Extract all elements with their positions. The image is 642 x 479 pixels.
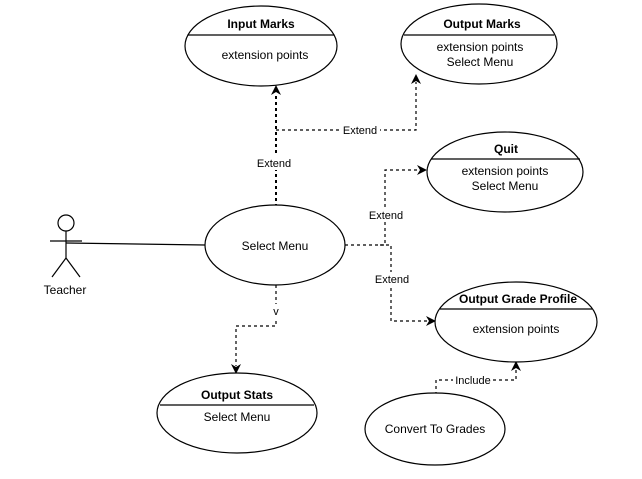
actor-label: Teacher <box>44 283 87 297</box>
actor-teacher[interactable]: Teacher <box>44 214 87 297</box>
extend-label-quit: Extend <box>369 210 403 222</box>
use-case-title: Quit <box>494 142 518 156</box>
link-label-output-stats: v <box>273 306 279 318</box>
use-case-output-stats[interactable]: Output Stats Select Menu <box>156 372 318 454</box>
actor-association-line <box>65 242 206 246</box>
use-case-line: Select Menu <box>447 55 514 69</box>
actor-left-leg <box>51 257 67 278</box>
use-case-line: extension points <box>437 40 524 54</box>
extend-arrow-quit <box>417 165 427 175</box>
use-case-quit[interactable]: Quit extension points Select Menu <box>426 131 584 213</box>
extend-arrow-output-grade <box>426 316 436 326</box>
extend-label-input-marks: Extend <box>257 158 291 170</box>
use-case-title: Output Grade Profile <box>459 292 577 306</box>
use-case-title: Input Marks <box>227 17 295 31</box>
actor-head <box>57 214 75 232</box>
use-case-output-marks[interactable]: Output Marks extension points Select Men… <box>400 3 558 85</box>
extend-label-output-grade: Extend <box>375 274 409 286</box>
extend-line-quit <box>345 169 419 246</box>
include-arrow-output-grade <box>511 361 521 371</box>
extend-arrow-output-marks <box>411 74 421 84</box>
use-case-line: Select Menu <box>204 410 271 424</box>
use-case-output-grade-profile[interactable]: Output Grade Profile extension points <box>434 281 598 363</box>
use-case-select-menu[interactable]: Select Menu <box>204 204 346 286</box>
use-case-line: Select Menu <box>472 179 539 193</box>
use-case-convert-to-grades[interactable]: Convert To Grades <box>364 392 506 466</box>
link-arrow-output-stats <box>231 364 241 374</box>
use-case-line: extension points <box>473 322 560 336</box>
extend-line-output-marks <box>276 82 417 131</box>
use-case-line: extension points <box>222 48 309 62</box>
include-label-output-grade: Include <box>455 375 490 387</box>
use-case-title: Output Marks <box>443 17 521 31</box>
use-case-title: Output Stats <box>201 388 273 402</box>
use-case-label: Convert To Grades <box>385 422 486 436</box>
link-line-output-stats <box>235 285 277 366</box>
extend-label-output-marks: Extend <box>343 125 377 137</box>
use-case-label: Select Menu <box>242 239 309 253</box>
use-case-input-marks[interactable]: Input Marks extension points <box>184 5 338 87</box>
actor-right-leg <box>65 257 81 278</box>
extend-arrow-input-marks <box>271 85 281 95</box>
use-case-line: extension points <box>462 164 549 178</box>
